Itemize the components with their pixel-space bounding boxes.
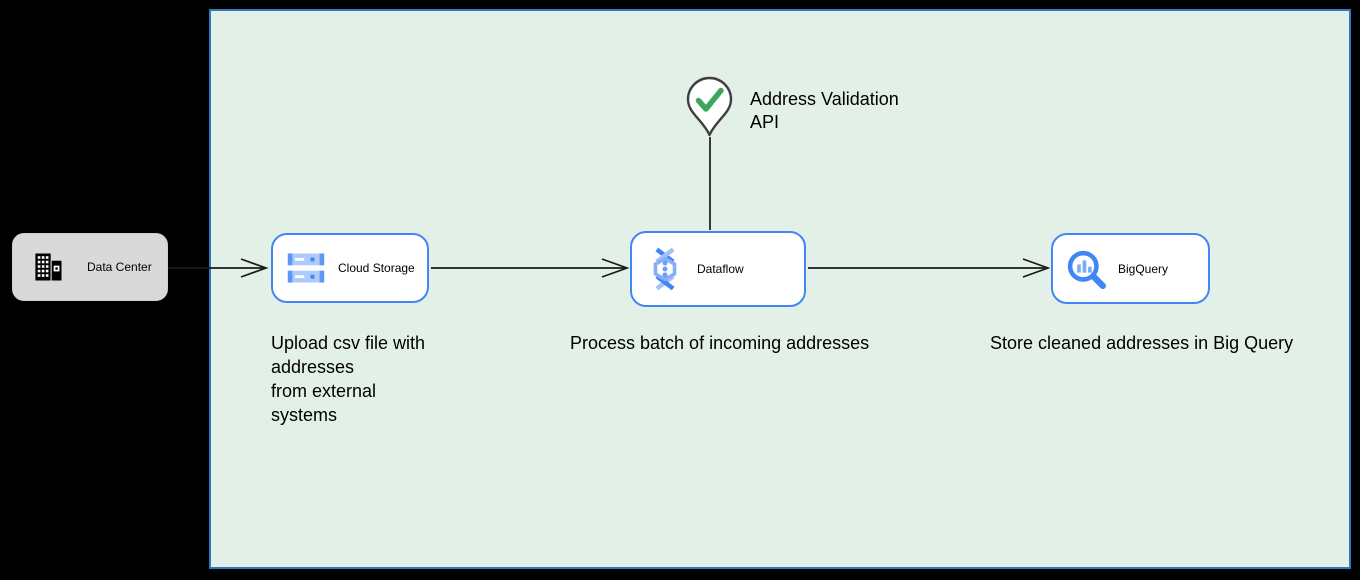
office-building-icon	[35, 253, 62, 281]
caption-store-cleaned: Store cleaned addresses in Big Query	[990, 333, 1294, 353]
bigquery-icon	[1067, 250, 1106, 289]
node-bigquery[interactable]: BigQuery	[1051, 233, 1210, 304]
node-label: Dataflow	[697, 262, 744, 276]
node-label: Data Center	[87, 260, 152, 274]
checkmark-icon	[695, 87, 724, 112]
node-label: BigQuery	[1118, 261, 1169, 276]
caption-upload-csv: Upload csv file with addresses from exte…	[271, 333, 426, 425]
cloud-storage-icon	[287, 253, 325, 283]
node-cloud-storage[interactable]: Cloud Storage	[271, 233, 429, 303]
node-data-center[interactable]: Data Center	[12, 233, 168, 301]
node-label: Cloud Storage	[338, 261, 415, 275]
caption-process-batch: Process batch of incoming addresses	[570, 333, 870, 353]
map-pin-check-icon[interactable]	[686, 76, 733, 138]
node-dataflow[interactable]: Dataflow	[630, 231, 806, 307]
dataflow-icon	[653, 247, 677, 291]
api-label: Address Validation API	[750, 89, 899, 132]
